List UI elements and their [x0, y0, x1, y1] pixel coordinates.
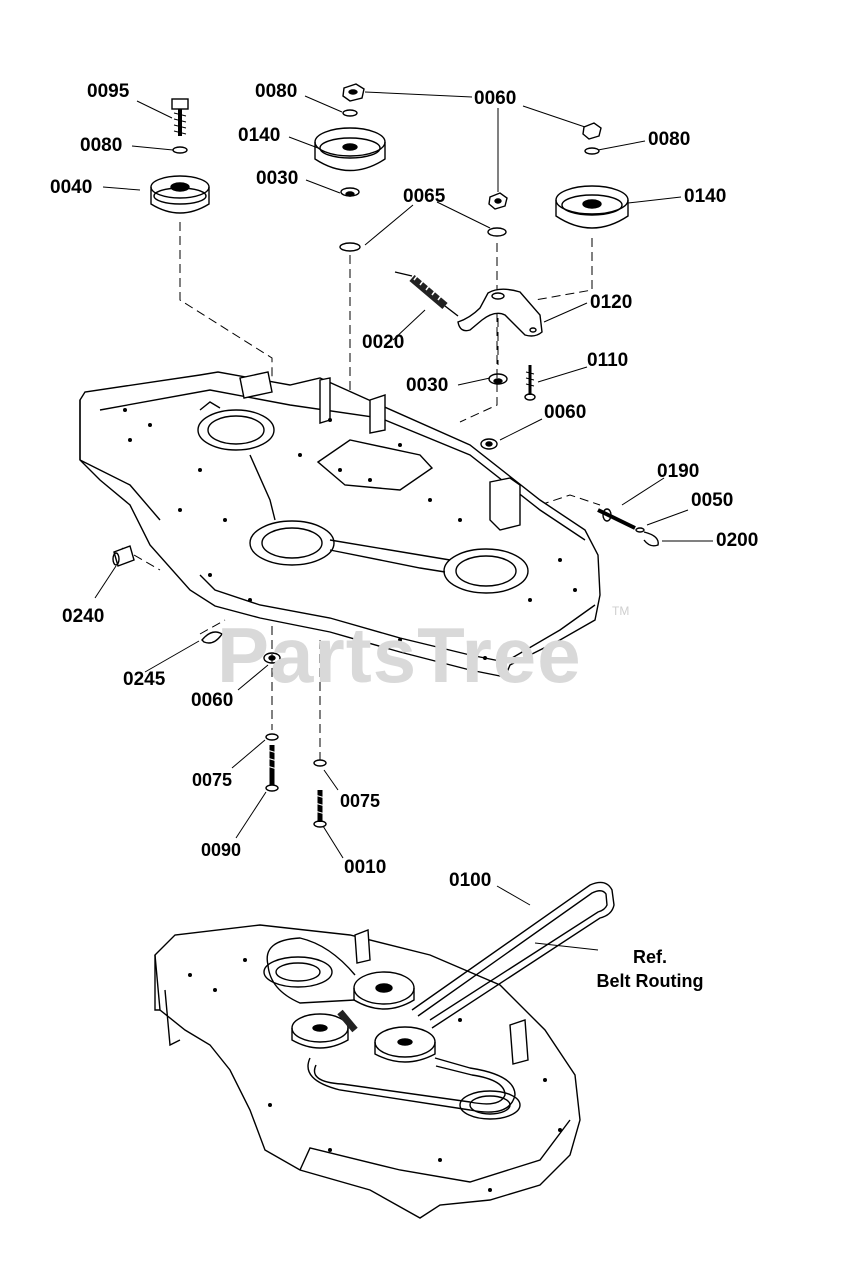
- callout-0090: 0090: [201, 840, 242, 860]
- callout-0075: 0075: [192, 770, 233, 790]
- callout-0140: 0140: [238, 125, 281, 146]
- callout-0080: 0080: [648, 129, 691, 150]
- callout-0245: 0245: [123, 669, 166, 690]
- callout-0075: 0075: [340, 791, 381, 811]
- bolt-0090: [265, 745, 279, 792]
- pulley-0040: [150, 175, 210, 214]
- callout-0060: 0060: [474, 88, 517, 109]
- callout-0040: 0040: [50, 177, 93, 198]
- callout-0030: 0030: [256, 168, 299, 189]
- watermark-trademark: TM: [612, 604, 630, 618]
- callout-0065: 0065: [403, 186, 446, 207]
- callout-0080: 0080: [255, 81, 298, 102]
- bolt-0110: [524, 365, 536, 401]
- idler-arm-0120: [457, 288, 543, 337]
- callout-0030: 0030: [406, 375, 449, 396]
- pin-0190: [597, 508, 636, 530]
- callout-0060: 0060: [544, 402, 587, 423]
- pulley-0140-right: [555, 185, 629, 229]
- nut-0060-top: [342, 83, 365, 102]
- callout-0140: 0140: [684, 186, 727, 207]
- leader-lines: [94, 91, 713, 951]
- callout-0010: 0010: [344, 857, 387, 878]
- pin-0240: [112, 545, 135, 567]
- callout-0095: 0095: [87, 81, 130, 102]
- callout-0050: 0050: [691, 490, 734, 511]
- pulley-0140-left: [314, 127, 386, 172]
- callout-0200: 0200: [716, 530, 759, 551]
- callout-0100: 0100: [449, 870, 492, 891]
- clip-0245: [201, 631, 223, 644]
- callout-0110: 0110: [587, 350, 629, 371]
- belt-0100: [411, 881, 615, 1029]
- callout-0060: 0060: [191, 690, 234, 711]
- reference-line-1: Ref.: [632, 947, 667, 967]
- nut-0060-right: [582, 122, 602, 140]
- callout-0120: 0120: [590, 292, 633, 313]
- bolt-0010: [313, 790, 327, 828]
- callout-0080: 0080: [80, 135, 123, 156]
- mower-deck-upper: [79, 371, 601, 678]
- reference-note: Ref. Belt Routing: [585, 945, 715, 994]
- reference-line-2: Belt Routing: [596, 971, 704, 992]
- watermark-partstree: PartsTree: [217, 611, 582, 699]
- mower-deck-lower: [154, 924, 581, 1219]
- callout-0020: 0020: [362, 332, 405, 353]
- clip-0200: [643, 531, 659, 547]
- bolt-0095: [171, 98, 189, 136]
- spring-0020: [394, 271, 459, 317]
- nut-0060-mid: [488, 192, 508, 210]
- callout-0190: 0190: [657, 461, 700, 482]
- callout-0240: 0240: [62, 606, 105, 627]
